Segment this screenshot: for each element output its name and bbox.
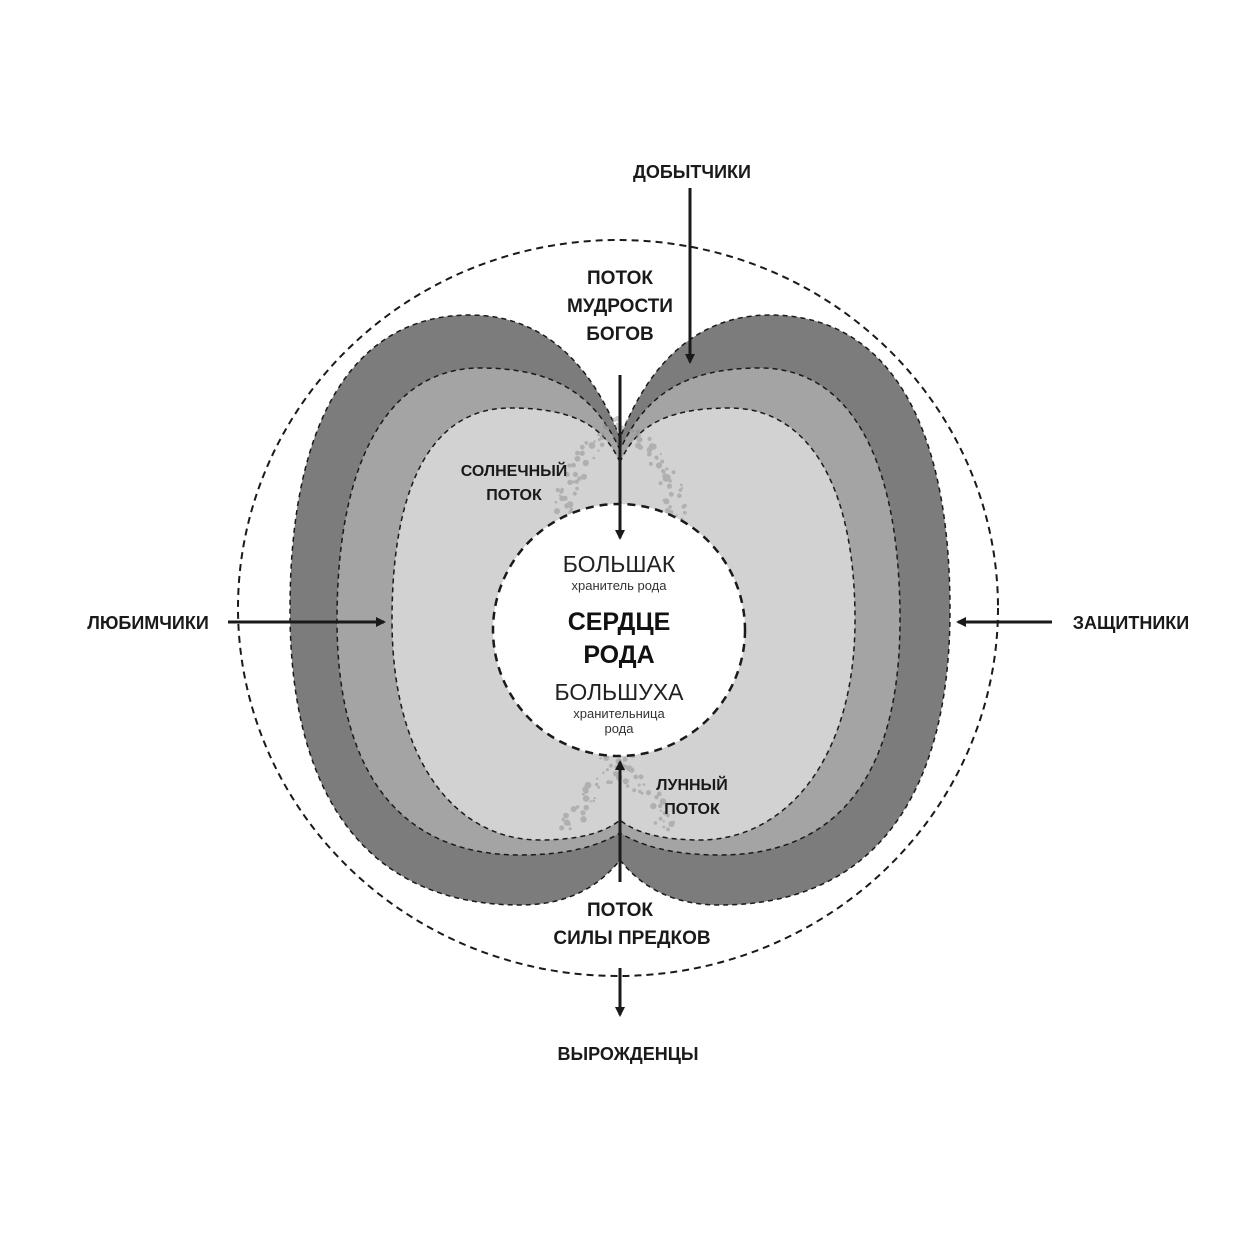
heart-title-2: РОДА (583, 641, 654, 669)
label-wisdom-flow-3: БОГОВ (586, 324, 653, 345)
label-wisdom-flow-2: МУДРОСТИ (567, 296, 673, 317)
label-ancestors-flow-2: СИЛЫ ПРЕДКОВ (553, 928, 710, 949)
bolshak-title: БОЛЬШАК (563, 551, 676, 577)
label-lyubimchiki: ЛЮБИМЧИКИ (87, 613, 209, 633)
label-solar-flow-2: ПОТОК (486, 487, 542, 504)
label-dobytchiki: ДОБЫТЧИКИ (633, 162, 751, 182)
heart-title-1: СЕРДЦЕ (568, 608, 671, 636)
label-lunar-flow-1: ЛУННЫЙ (656, 775, 727, 794)
bolshukha-subtitle-1: хранительница (573, 706, 665, 721)
label-solar-flow-1: СОЛНЕЧНЫЙ (461, 461, 568, 480)
label-zashchitniki: ЗАЩИТНИКИ (1073, 613, 1189, 633)
label-ancestors-flow-1: ПОТОК (587, 900, 653, 921)
outer-boundary-circle (237, 239, 999, 977)
label-lunar-flow-2: ПОТОК (664, 801, 720, 818)
bolshukha-title: БОЛЬШУХА (554, 679, 684, 705)
label-wisdom-flow-1: ПОТОК (587, 268, 653, 289)
bolshukha-subtitle-2: рода (605, 721, 635, 736)
label-vyrozhdentsy: ВЫРОЖДЕНЦЫ (557, 1044, 698, 1064)
bolshak-subtitle: хранитель рода (572, 578, 668, 593)
